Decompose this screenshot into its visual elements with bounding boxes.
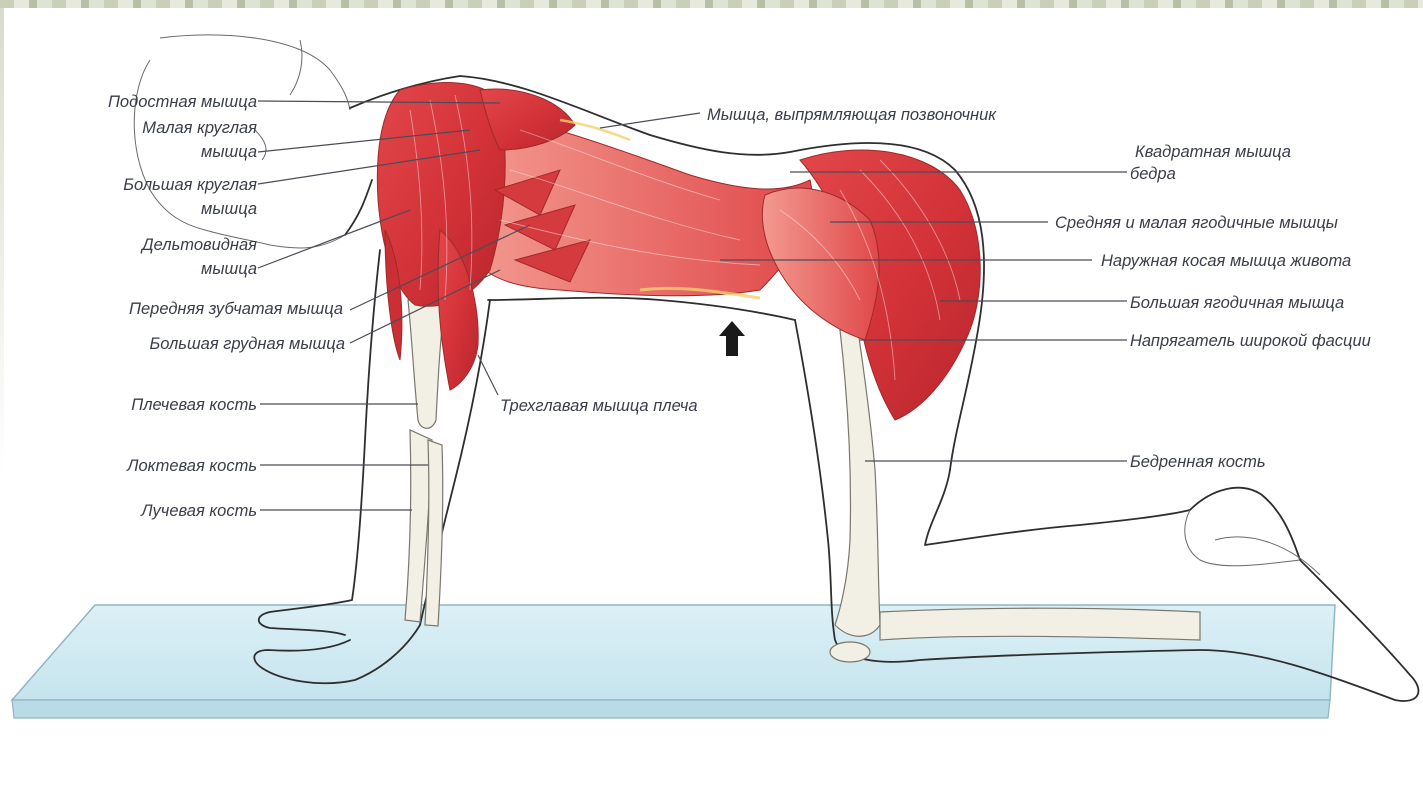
left-labels: Подостная мышца Малая круглая мышца Боль… <box>108 93 345 520</box>
label-quadratus-femoris-line2: бедра <box>1130 165 1176 183</box>
label-femur: Бедренная кость <box>1130 453 1266 471</box>
label-teres-major-line2: мышца <box>201 200 257 218</box>
label-ulna: Локтевая кость <box>126 457 257 475</box>
label-deltoid-line1: Дельтовидная <box>140 236 257 254</box>
kneecap-bone <box>830 642 870 662</box>
humerus-bone <box>408 300 445 428</box>
label-triceps: Трехглавая мышца плеча <box>500 397 698 415</box>
label-teres-minor-line1: Малая круглая <box>142 119 257 137</box>
label-pectoralis-major: Большая грудная мышца <box>149 335 345 353</box>
muscle-group <box>377 83 980 420</box>
arrow-up-icon <box>719 321 745 356</box>
label-erector-spinae: Мышца, выпрямляющая позвоночник <box>707 106 997 124</box>
label-teres-minor-line2: мышца <box>201 143 257 161</box>
label-infraspinatus: Подостная мышца <box>108 93 257 111</box>
label-gluteus-medius-minimus: Средняя и малая ягодичные мышцы <box>1055 214 1338 232</box>
femur-bone <box>835 330 880 636</box>
label-teres-major-line1: Большая круглая <box>123 176 257 194</box>
label-tensor-fasciae-latae: Напрягатель широкой фасции <box>1130 332 1371 350</box>
label-deltoid-line2: мышца <box>201 260 257 278</box>
label-quadratus-femoris-line1: Квадратная мышца <box>1135 143 1291 161</box>
label-humerus: Плечевая кость <box>131 396 257 414</box>
shin-bone <box>880 608 1200 640</box>
label-serratus-anterior: Передняя зубчатая мышца <box>129 300 343 318</box>
label-external-oblique: Наружная косая мышца живота <box>1101 252 1351 270</box>
label-gluteus-maximus: Большая ягодичная мышца <box>1130 294 1344 312</box>
label-radius: Лучевая кость <box>140 502 257 520</box>
